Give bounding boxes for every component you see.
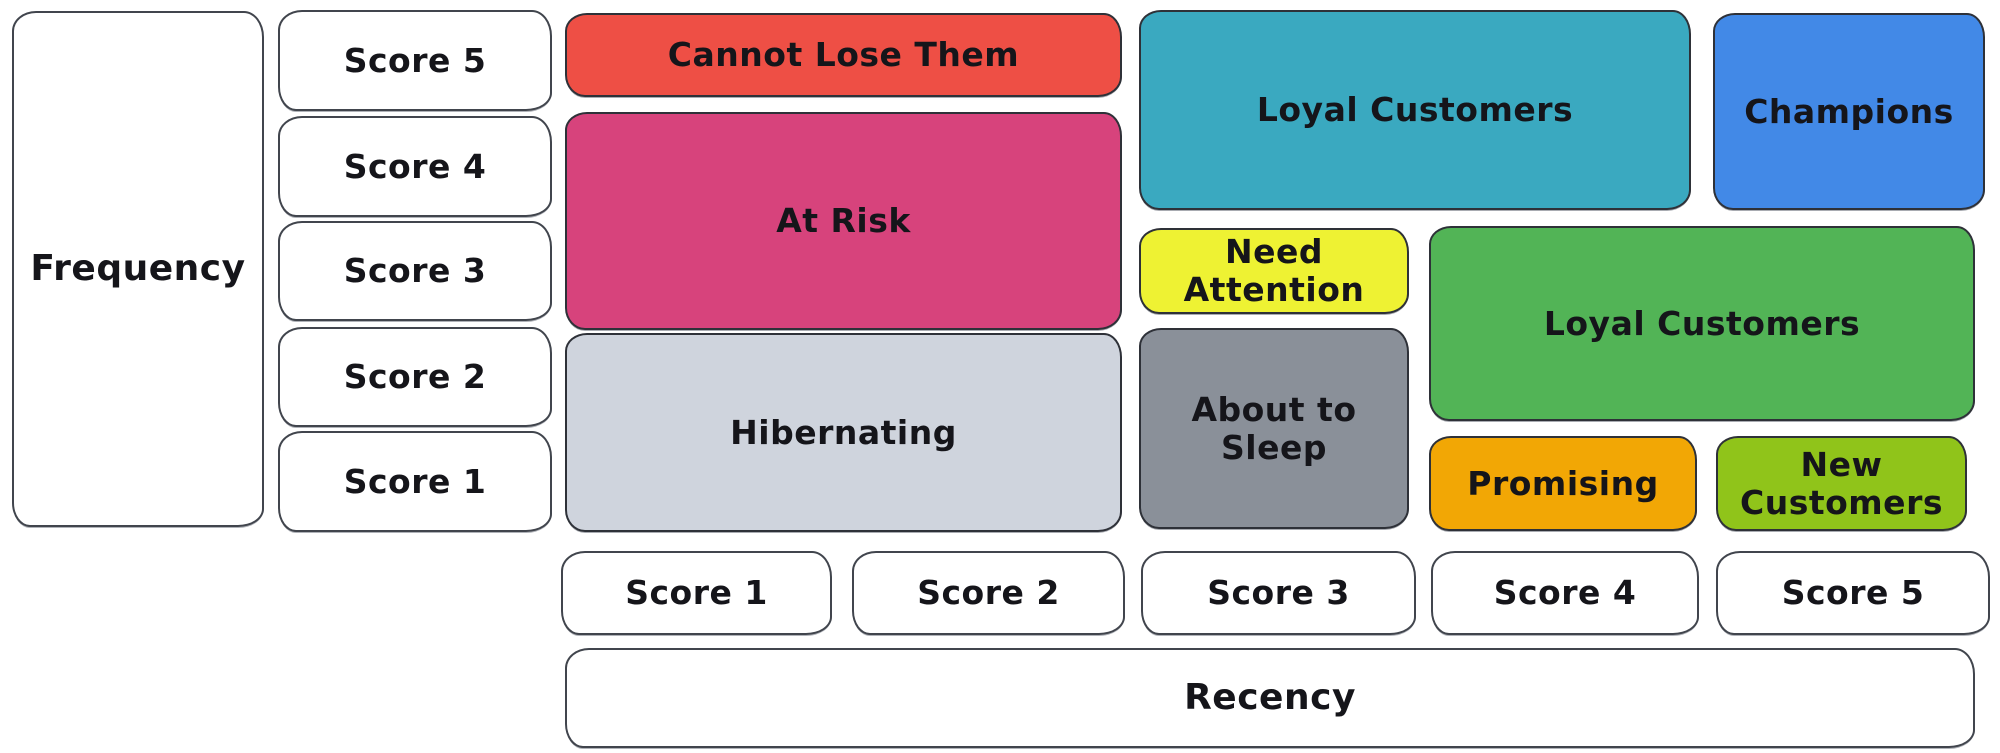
segment-promising-label: Promising: [1467, 463, 1659, 503]
frequency-score-2-label: Score 2: [343, 357, 487, 397]
segment-at-risk-label: At Risk: [776, 201, 911, 241]
recency-score-2-box: Score 2: [852, 551, 1125, 635]
frequency-score-3-box: Score 3: [278, 221, 552, 321]
segment-loyal-customers-green-label: Loyal Customers: [1543, 303, 1861, 343]
recency-score-1-label: Score 1: [625, 573, 768, 613]
recency-score-2-label: Score 2: [917, 573, 1060, 613]
segment-about-to-sleep: About to Sleep: [1139, 328, 1409, 529]
segment-hibernating-label: Hibernating: [730, 412, 957, 452]
recency-score-3-box: Score 3: [1141, 551, 1416, 635]
segment-need-attention: Need Attention: [1139, 228, 1409, 314]
segment-new-customers: New Customers: [1716, 436, 1967, 531]
segment-loyal-customers-teal: Loyal Customers: [1139, 10, 1691, 210]
frequency-score-4-label: Score 4: [343, 146, 487, 186]
recency-score-4-label: Score 4: [1493, 573, 1637, 613]
segment-champions: Champions: [1713, 13, 1985, 210]
segment-need-attention-label: Need Attention: [1183, 232, 1365, 309]
recency-axis-label-box: Recency: [565, 648, 1975, 748]
frequency-score-5-label: Score 5: [343, 40, 487, 80]
segment-cannot-lose-them: Cannot Lose Them: [565, 13, 1122, 97]
recency-score-5-box: Score 5: [1716, 551, 1990, 635]
frequency-score-3-label: Score 3: [343, 251, 487, 291]
segment-at-risk: At Risk: [565, 112, 1122, 330]
segment-cannot-lose-them-label: Cannot Lose Them: [667, 35, 1020, 75]
segment-new-customers-label: New Customers: [1740, 444, 1943, 522]
segment-about-to-sleep-label: About to Sleep: [1191, 389, 1357, 467]
frequency-score-1-label: Score 1: [343, 461, 487, 501]
recency-score-3-label: Score 3: [1207, 573, 1350, 613]
segment-loyal-customers-green: Loyal Customers: [1429, 226, 1975, 421]
recency-score-1-box: Score 1: [561, 551, 832, 635]
recency-score-5-label: Score 5: [1781, 573, 1925, 613]
frequency-score-1-box: Score 1: [278, 431, 552, 532]
frequency-axis-label: Frequency: [30, 248, 246, 290]
segment-loyal-customers-teal-label: Loyal Customers: [1256, 90, 1574, 130]
segment-promising: Promising: [1429, 436, 1697, 531]
frequency-axis-label-box: Frequency: [12, 11, 264, 527]
segment-champions-label: Champions: [1744, 91, 1954, 131]
frequency-score-2-box: Score 2: [278, 327, 552, 427]
segment-hibernating: Hibernating: [565, 333, 1122, 532]
frequency-score-5-box: Score 5: [278, 10, 552, 111]
recency-axis-label: Recency: [1184, 677, 1356, 719]
frequency-score-4-box: Score 4: [278, 116, 552, 217]
recency-score-4-box: Score 4: [1431, 551, 1699, 635]
